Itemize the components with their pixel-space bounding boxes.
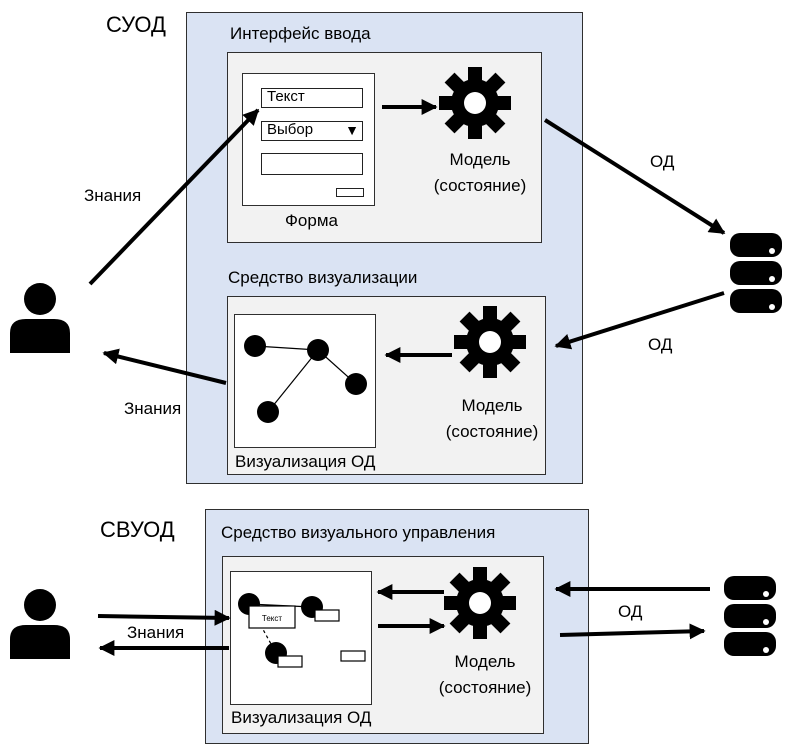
svuod-model-label-2: (состояние) bbox=[438, 678, 532, 697]
knowledge-in-label: Знания bbox=[84, 186, 142, 205]
od-out-arrow bbox=[543, 118, 726, 235]
viz-caption: Визуализация ОД bbox=[235, 452, 376, 471]
knowledge-in-arrow bbox=[88, 108, 260, 286]
svuod-model-label-1: Модель bbox=[454, 652, 516, 671]
gear-icon bbox=[444, 567, 516, 639]
visual-control-title: Средство визуального управления bbox=[221, 523, 496, 542]
node-label-box bbox=[314, 609, 340, 622]
input-model-label-2: (состояние) bbox=[433, 176, 527, 195]
node-label-box bbox=[277, 655, 303, 668]
knowledge-out-arrow bbox=[102, 348, 227, 385]
interactive-viz-caption: Визуализация ОД bbox=[231, 708, 372, 727]
chevron-down-icon: ▼ bbox=[345, 122, 359, 138]
user-icon bbox=[10, 589, 70, 659]
viz-model-label-1: Модель bbox=[461, 396, 523, 415]
svuod-knowledge-label: Знания bbox=[127, 623, 185, 642]
node-text-label: Текст bbox=[262, 614, 282, 623]
empty-field[interactable] bbox=[261, 153, 363, 175]
od-out-label: ОД bbox=[650, 152, 675, 171]
interactive-viz-canvas[interactable] bbox=[230, 571, 372, 705]
suod-label: СУОД bbox=[106, 12, 166, 37]
viz-model-label-2: (состояние) bbox=[445, 422, 539, 441]
svuod-knowledge-in-arrow bbox=[97, 609, 231, 626]
od-in-arrow bbox=[554, 291, 725, 350]
database-icon bbox=[730, 233, 782, 313]
select-field-value: Выбор bbox=[267, 121, 314, 138]
gear-icon bbox=[454, 306, 526, 378]
svuod-od-label: ОД bbox=[618, 602, 643, 621]
text-field[interactable]: Текст bbox=[261, 88, 363, 108]
viz-tool-title: Средство визуализации bbox=[228, 268, 418, 287]
input-model-label-1: Модель bbox=[449, 150, 511, 169]
viz-graph-nodes bbox=[244, 335, 367, 423]
model-to-db-arrow bbox=[559, 623, 706, 640]
submit-button[interactable] bbox=[336, 188, 364, 197]
user-icon bbox=[10, 283, 70, 353]
svuod-label: СВУОД bbox=[100, 517, 175, 542]
form-caption: Форма bbox=[285, 211, 338, 230]
node-label-box bbox=[340, 650, 366, 662]
gear-icon bbox=[439, 67, 511, 139]
od-in-label: ОД bbox=[648, 335, 673, 354]
knowledge-out-label: Знания bbox=[124, 399, 182, 418]
database-icon bbox=[724, 576, 776, 656]
node-text-box[interactable] bbox=[248, 605, 296, 629]
input-interface-title: Интерфейс ввода bbox=[230, 24, 371, 43]
select-field[interactable]: Выбор ▼ bbox=[261, 121, 363, 141]
